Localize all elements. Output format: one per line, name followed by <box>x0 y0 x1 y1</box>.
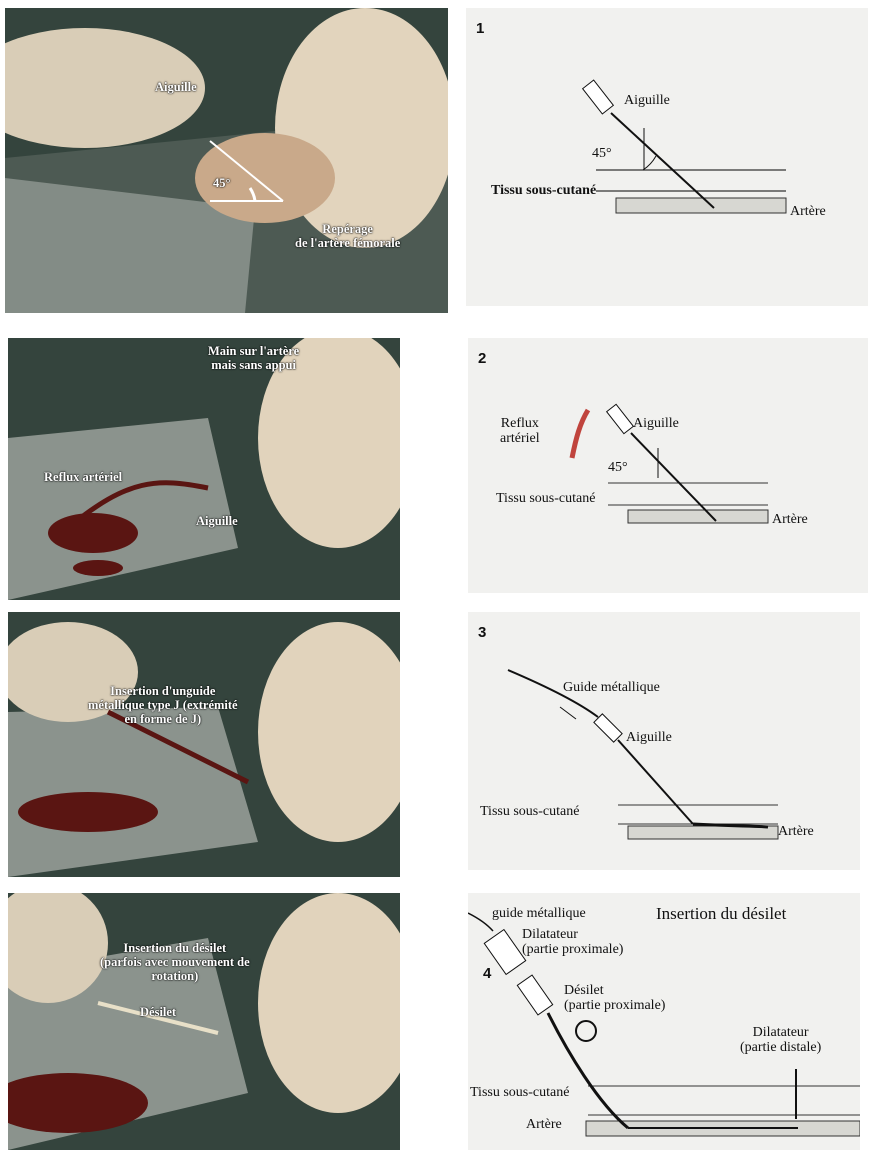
step-number: 1 <box>476 20 484 37</box>
label-angle: 45° <box>592 146 612 161</box>
photo-step-4: Insertion du désilet (parfois avec mouve… <box>8 893 400 1150</box>
label-tissu: Tissu sous-cutané <box>470 1085 569 1100</box>
label-aiguille: Aiguille <box>633 416 679 431</box>
label-artere: Artère <box>526 1117 562 1132</box>
label-main: Main sur l'artère mais sans appui <box>208 344 299 372</box>
label-dilat-prox: Dilatateur (partie proximale) <box>522 927 623 957</box>
label-artere: Artère <box>772 512 808 527</box>
label-tissu: Tissu sous-cutané <box>491 183 596 198</box>
label-aiguille: Aiguille <box>626 730 672 745</box>
label-guide: guide métallique <box>492 906 586 921</box>
label-reflux: Reflux artériel <box>500 416 540 446</box>
diagram-step-1-drawing <box>466 8 868 306</box>
photo-step-4-illustration <box>8 893 400 1150</box>
photo-step-1: Aiguille 45° Repérage de l'artère fémora… <box>5 8 448 313</box>
photo-step-2-illustration <box>8 338 400 600</box>
label-artere: Artère <box>778 824 814 839</box>
diagram-step-1: 1 Aiguille 45° Tissu sous-cutané Artère <box>466 8 868 306</box>
label-dilat-dist: Dilatateur (partie distale) <box>740 1025 821 1055</box>
label-angle: 45° <box>213 176 231 190</box>
diagram-step-3: 3 Guide métallique Aiguille Tissu sous-c… <box>468 612 860 870</box>
photo-step-3: Insertion d'unguide métallique type J (e… <box>8 612 400 877</box>
label-angle: 45° <box>608 460 628 475</box>
photo-step-2: Main sur l'artère mais sans appui Reflux… <box>8 338 400 600</box>
label-artere: Artère <box>790 204 826 219</box>
label-reflux: Reflux artériel <box>44 470 122 484</box>
label-desilet-prox: Désilet (partie proximale) <box>564 983 665 1013</box>
diagram-step-2-drawing <box>468 338 868 593</box>
label-insertion: Insertion du désilet (parfois avec mouve… <box>100 941 250 983</box>
photo-step-3-illustration <box>8 612 400 877</box>
step-number: 2 <box>478 350 486 367</box>
label-reperage: Repérage de l'artère fémorale <box>295 222 400 250</box>
label-desilet: Désilet <box>140 1005 176 1019</box>
diagram-step-4: guide métallique Insertion du désilet 4 … <box>468 893 860 1150</box>
label-insertion: Insertion d'unguide métallique type J (e… <box>88 684 238 726</box>
label-tissu: Tissu sous-cutané <box>496 491 595 506</box>
label-aiguille: Aiguille <box>196 514 238 528</box>
label-tissu: Tissu sous-cutané <box>480 804 579 819</box>
step-number: 3 <box>478 624 486 641</box>
diagram-step-2: 2 Reflux artériel Aiguille 45° Tissu sou… <box>468 338 868 593</box>
label-aiguille: Aiguille <box>155 80 197 94</box>
step-number: 4 <box>483 965 491 982</box>
photo-step-1-illustration <box>5 8 448 313</box>
label-aiguille: Aiguille <box>624 93 670 108</box>
label-guide: Guide métallique <box>563 680 660 695</box>
diagram-title: Insertion du désilet <box>656 906 786 921</box>
